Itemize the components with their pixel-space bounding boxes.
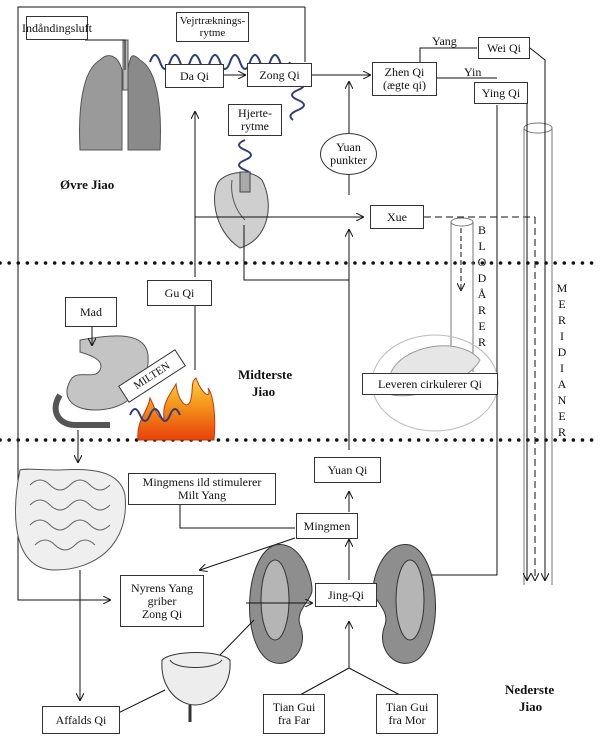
tian-gui-mother-line-1: Tian Gui [385,700,429,714]
breathing-rhythm-line-1: Vejrtræknings- [179,15,246,27]
jing-qi-box: Jing-Qi [315,583,377,607]
yin-label: Yin [464,65,482,79]
heart-illustration [214,171,269,249]
tian-gui-father-line-2: fra Far [277,713,311,727]
tian-gui-mother-box: Tian Gui fra Mor [376,694,438,734]
kidney-yang-line-2: griber [147,593,177,608]
wei-qi-box: Wei Qi [478,37,530,59]
zone-middle-label-2: Jiao [252,384,276,399]
zone-upper-label: Øvre Jiao [60,177,115,192]
heart-rhythm-line-1: Hjerte- [238,106,272,120]
yang-label: Yang [432,34,457,48]
inhaled-air-box: Indåndingsluft [22,16,92,40]
da-qi-box: Da Qi [165,64,224,88]
zhen-qi-box: Zhen Qi (ægte qi) [372,62,437,96]
food-box: Mad [65,297,117,327]
kidney-left-illustration [249,544,313,664]
kidney-yang-line-1: Nyrens Yang [130,580,193,595]
zhen-qi-line-1: Zhen Qi [384,65,425,79]
yuan-points-line-2: punkter [330,153,367,167]
zong-qi-box: Zong Qi [247,63,312,87]
outer-loop-line [17,6,208,600]
tian-gui-father-box: Tian Gui fra Far [263,694,325,734]
breathing-rhythm-box: Vejrtræknings- rytme [176,12,249,42]
meridians-label: M E R I D I A N E R [556,281,568,439]
yuan-points-line-1: Yuan [336,140,361,154]
liver-circulates-box: Leveren cirkulerer Qi [362,373,498,395]
breathing-rhythm-line-2: rytme [199,27,226,39]
mingmen-fire-line-2: Milt Yang [177,488,227,502]
yuan-points-box: Yuan punkter [320,133,377,175]
mingmen-fire-box: Mingmens ild stimulerer Milt Yang [128,473,276,505]
waste-qi-box: Affalds Qi [42,706,120,734]
meridian-tube [523,122,553,585]
heart-rhythm-box: Hjerte- rytme [228,104,282,136]
bladder-illustration [161,652,231,722]
zhen-qi-line-2: (ægte qi) [383,78,426,92]
zone-middle-label-1: Midterste [238,367,293,382]
tian-gui-mother-line-2: fra Mor [388,713,426,727]
zone-lower-label-1: Nederste [505,682,555,697]
mingmen-box: Mingmen [296,513,358,539]
heart-rhythm-line-2: rytme [241,119,269,133]
intestines-illustration [15,468,126,571]
gu-qi-box: Gu Qi [147,280,212,306]
heart-rhythm-wave [289,79,305,121]
mingmen-fire-line-1: Mingmens ild stimulerer [142,475,262,489]
lungs-illustration [79,39,161,151]
kidney-yang-line-3: Zong Qi [141,606,183,621]
tian-gui-father-line-1: Tian Gui [272,700,316,714]
yuan-qi-box: Yuan Qi [314,457,381,483]
kidney-yang-box: Nyrens Yang griber Zong Qi [120,575,204,627]
kidney-right-illustration [372,544,436,664]
zone-lower-label-2: Jiao [519,699,543,714]
blood-vessels-label: B L O D Å R E R [477,223,487,349]
ying-qi-box: Ying Qi [474,82,528,104]
xue-box: Xue [370,205,424,229]
